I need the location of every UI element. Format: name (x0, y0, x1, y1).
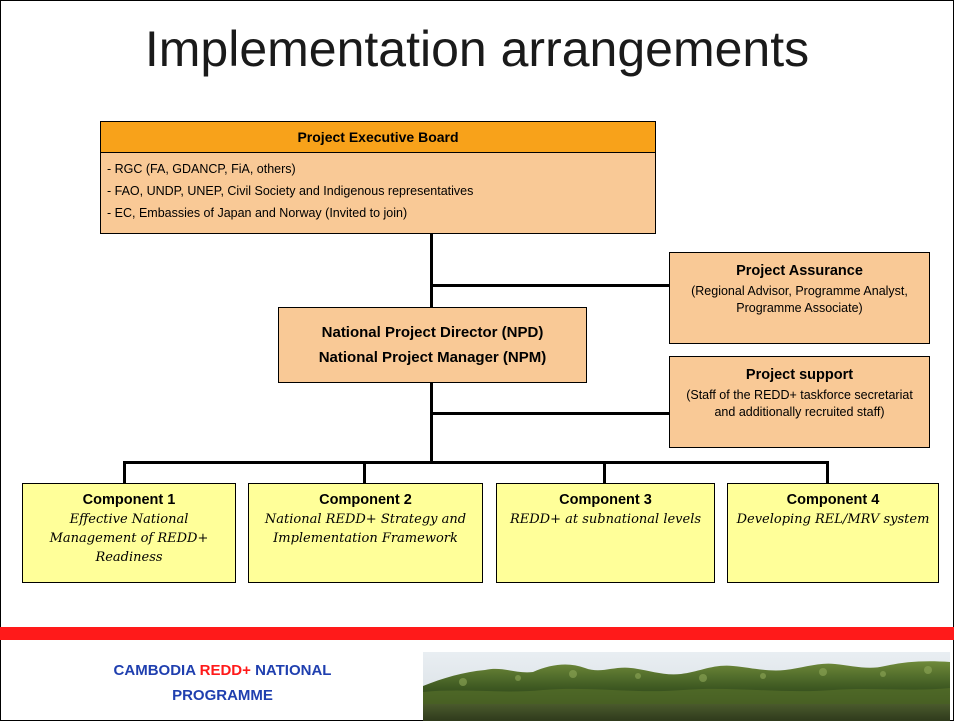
programme-name-redd: REDD+ (199, 662, 251, 679)
component-1-box: Component 1 Effective National Managemen… (22, 483, 236, 583)
drop-component-3 (603, 461, 606, 484)
director-box: National Project Director (NPD) National… (278, 307, 587, 383)
component-4-box: Component 4 Developing REL/MRV system (727, 483, 939, 583)
component-2-subtitle: National REDD+ Strategy and Implementati… (264, 512, 467, 546)
connector-to-support (430, 412, 670, 415)
connector-to-assurance (430, 284, 670, 287)
component-3-title: Component 3 (559, 492, 652, 508)
component-3-subtitle: REDD+ at subnational levels (509, 512, 702, 527)
component-2-title: Component 2 (319, 492, 412, 508)
manager-line: National Project Manager (NPM) (318, 349, 547, 366)
component-bus (123, 461, 829, 464)
support-title: Project support (745, 367, 854, 383)
assurance-title: Project Assurance (736, 263, 863, 279)
programme-name-part-3: NATIONAL (250, 662, 332, 679)
drop-component-4 (826, 461, 829, 484)
board-heading: Project Executive Board (100, 121, 656, 153)
support-text: (Staff of the REDD+ taskforce secretaria… (686, 388, 913, 419)
component-4-title: Component 4 (786, 492, 880, 508)
slide-title: Implementation arrangements (144, 21, 810, 77)
board-line-3: - EC, Embassies of Japan and Norway (Inv… (107, 206, 408, 220)
footer-red-bar (0, 627, 954, 640)
support-box: Project support (Staff of the REDD+ task… (669, 356, 930, 448)
drop-component-2 (363, 461, 366, 484)
board-line-2: - FAO, UNDP, UNEP, Civil Society and Ind… (107, 184, 474, 198)
board-line-1: - RGC (FA, GDANCP, FiA, others) (107, 162, 296, 176)
component-1-subtitle: Effective National Management of REDD+ R… (49, 512, 209, 565)
component-2-box: Component 2 National REDD+ Strategy and … (248, 483, 483, 583)
component-4-subtitle: Developing REL/MRV system (736, 512, 930, 527)
component-1-title: Component 1 (82, 492, 176, 508)
programme-name: CAMBODIA REDD+ NATIONAL PROGRAMME (40, 658, 405, 708)
assurance-text: (Regional Advisor, Programme Analyst, Pr… (691, 284, 908, 315)
assurance-box: Project Assurance (Regional Advisor, Pro… (669, 252, 930, 344)
component-3-box: Component 3 REDD+ at subnational levels (496, 483, 715, 583)
director-line: National Project Director (NPD) (321, 324, 544, 341)
board-details: - RGC (FA, GDANCP, FiA, others) - FAO, U… (100, 152, 656, 234)
drop-component-1 (123, 461, 126, 484)
programme-name-part-4: PROGRAMME (172, 687, 273, 704)
programme-name-part-1: CAMBODIA (113, 662, 200, 679)
forest-landscape-image (423, 652, 950, 721)
